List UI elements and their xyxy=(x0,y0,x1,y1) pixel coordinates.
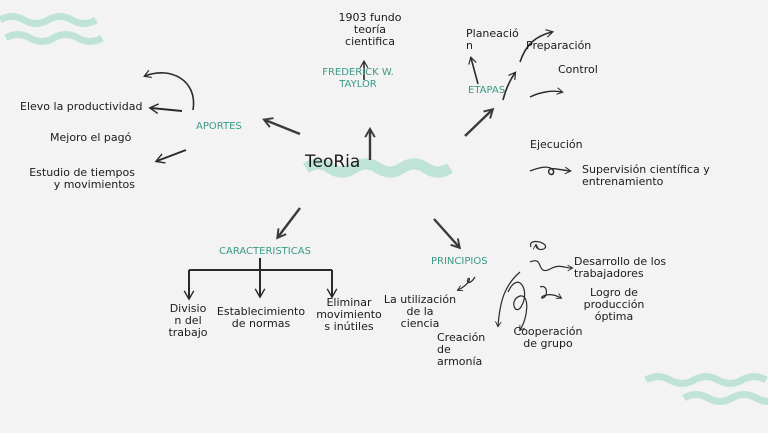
arrow-etapas-planeacion xyxy=(468,55,479,85)
principios-label: PRINCIPIOS xyxy=(431,256,488,267)
principios-item-desarrollo: Desarrollo de los trabajadores xyxy=(574,255,667,280)
etapas-item-control: Control xyxy=(558,63,598,76)
wave-decoration-bottom-right-2 xyxy=(682,391,768,405)
arrow-etapas-supervision xyxy=(529,166,572,176)
caracteristicas-item-normas: Establecimiento de normas xyxy=(216,305,306,330)
arrow-etapas-control xyxy=(529,87,564,98)
arrow-etapas-preparacion xyxy=(519,29,555,63)
principios-item-produccion: Logro de producción óptima xyxy=(583,286,645,323)
aportes-item-productividad: Elevo la productividad xyxy=(20,100,143,113)
etapas-item-planeacion: Planeació n xyxy=(466,27,519,52)
arrow-aportes-productividad xyxy=(148,103,183,115)
arrow-to-aportes xyxy=(262,117,301,136)
central-title: TeoRia xyxy=(305,152,361,172)
arrow-to-principios xyxy=(433,218,462,250)
caracteristicas-bracket xyxy=(183,258,338,301)
etapas-item-supervision: Supervisión científica y entrenamiento xyxy=(582,163,710,188)
principios-item-cooperacion: Cooperación de grupo xyxy=(513,325,583,350)
principios-item-ciencia: La utilización de la ciencia xyxy=(383,293,457,330)
wave-decoration-bottom-right-1 xyxy=(644,373,768,387)
taylor-label: FREDERICK W. TAYLOR xyxy=(322,67,394,90)
caracteristicas-item-division: Divisio n del trabajo xyxy=(168,302,208,339)
wave-decoration-top-left-1 xyxy=(0,13,98,27)
etapas-item-preparacion: Preparación xyxy=(526,39,592,52)
aportes-label: APORTES xyxy=(196,121,242,132)
etapas-item-ejecucion: Ejecución xyxy=(530,138,583,151)
wave-decoration-top-left-2 xyxy=(4,31,104,45)
principios-arrows xyxy=(456,240,574,332)
wave-decoration-center xyxy=(302,158,454,178)
aportes-item-pago: Mejoro el pagó xyxy=(50,131,132,144)
arrow-to-etapas xyxy=(464,107,495,137)
taylor-founding-text: 1903 fundo teoría cientifica xyxy=(338,11,402,48)
caracteristicas-label: CARACTERISTICAS xyxy=(219,246,311,257)
arrow-aportes-curve xyxy=(143,69,195,111)
principios-item-armonia: Creación de armonía xyxy=(437,331,486,368)
arrow-to-caracteristicas xyxy=(276,207,301,240)
caracteristicas-item-movimientos: Eliminar movimiento s inútiles xyxy=(316,296,382,333)
aportes-item-tiempos: Estudio de tiempos y movimientos xyxy=(29,166,135,191)
etapas-label: ETAPAS xyxy=(468,85,506,96)
arrow-etapas-stage2 xyxy=(502,71,517,101)
arrow-aportes-tiempos xyxy=(154,149,187,164)
